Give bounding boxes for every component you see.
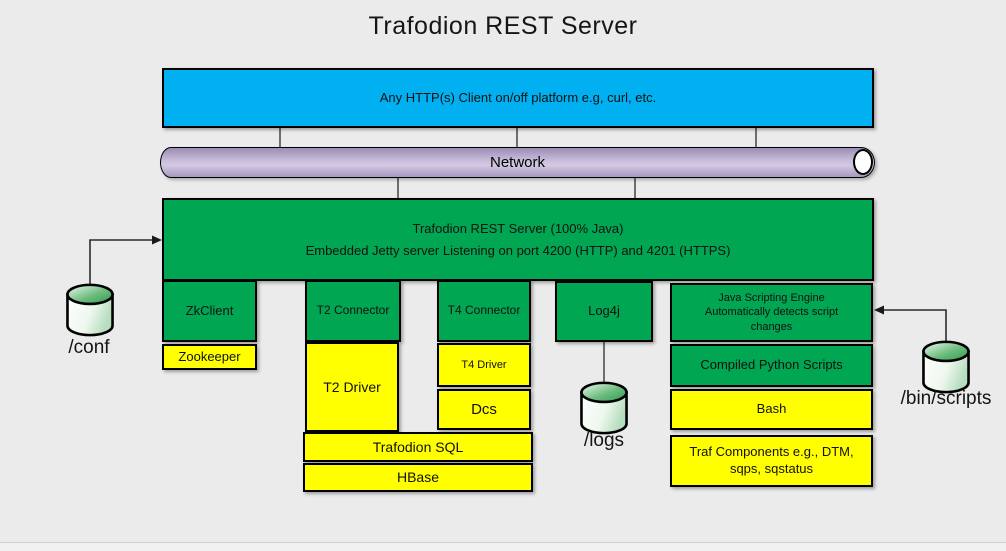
trafodion-sql-label: Trafodion SQL	[372, 438, 464, 455]
logs-database-icon	[580, 381, 628, 435]
http-client-label: Any HTTP(s) Client on/off platform e.g, …	[379, 89, 657, 105]
java-scripting-engine-label: Java Scripting Engine Automatically dete…	[704, 292, 839, 333]
rest-server-line1: Trafodion REST Server (100% Java)	[412, 221, 624, 237]
t4-driver-label: T4 Driver	[461, 358, 507, 371]
t2-driver-label: T2 Driver	[323, 378, 381, 395]
zkclient-label: ZkClient	[185, 302, 234, 318]
conf-label: /conf	[68, 337, 110, 358]
t2-connector-label: T2 Connector	[316, 303, 390, 318]
bin-scripts-label: /bin/scripts	[900, 388, 992, 409]
bin-scripts-arrowhead	[874, 305, 884, 315]
trafodion-sql-box: Trafodion SQL	[303, 432, 533, 462]
t4-connector-box: T4 Connector	[437, 280, 531, 342]
zkclient-box: ZkClient	[162, 280, 257, 342]
java-scripting-engine-box: Java Scripting Engine Automatically dete…	[670, 283, 873, 342]
t2-connector-box: T2 Connector	[305, 280, 401, 342]
t4-driver-box: T4 Driver	[437, 343, 531, 387]
rest-server-line2: Embedded Jetty server Listening on port …	[305, 242, 731, 258]
conf-arrowhead	[152, 235, 162, 245]
logs-label: /logs	[583, 430, 625, 451]
t4-connector-label: T4 Connector	[447, 303, 521, 318]
bash-box: Bash	[670, 389, 873, 430]
compiled-python-label: Compiled Python Scripts	[700, 357, 843, 373]
traf-components-label: Traf Components e.g., DTM, sqps, sqstatu…	[689, 444, 854, 476]
t2-driver-box: T2 Driver	[305, 342, 399, 432]
bin-scripts-database-icon	[922, 340, 970, 394]
log4j-label: Log4j	[588, 303, 620, 319]
diagram-title: Trafodion REST Server	[368, 12, 638, 40]
http-client-box: Any HTTP(s) Client on/off platform e.g, …	[162, 68, 874, 128]
conf-database-icon	[66, 283, 114, 337]
zookeeper-box: Zookeeper	[162, 344, 257, 370]
compiled-python-box: Compiled Python Scripts	[670, 344, 873, 387]
bash-label: Bash	[756, 401, 787, 417]
dcs-label: Dcs	[471, 400, 497, 418]
hbase-box: HBase	[303, 463, 533, 492]
window-bottom-edge	[0, 542, 1006, 551]
pipe-end-cap	[853, 149, 873, 175]
traf-components-box: Traf Components e.g., DTM, sqps, sqstatu…	[670, 435, 873, 487]
rest-server-box: Trafodion REST Server (100% Java) Embedd…	[162, 198, 874, 281]
dcs-box: Dcs	[437, 389, 531, 430]
zookeeper-label: Zookeeper	[178, 348, 241, 364]
network-label: Network	[489, 154, 545, 171]
network-pipe: Network	[160, 147, 875, 178]
log4j-box: Log4j	[555, 281, 653, 342]
hbase-label: HBase	[396, 469, 440, 486]
